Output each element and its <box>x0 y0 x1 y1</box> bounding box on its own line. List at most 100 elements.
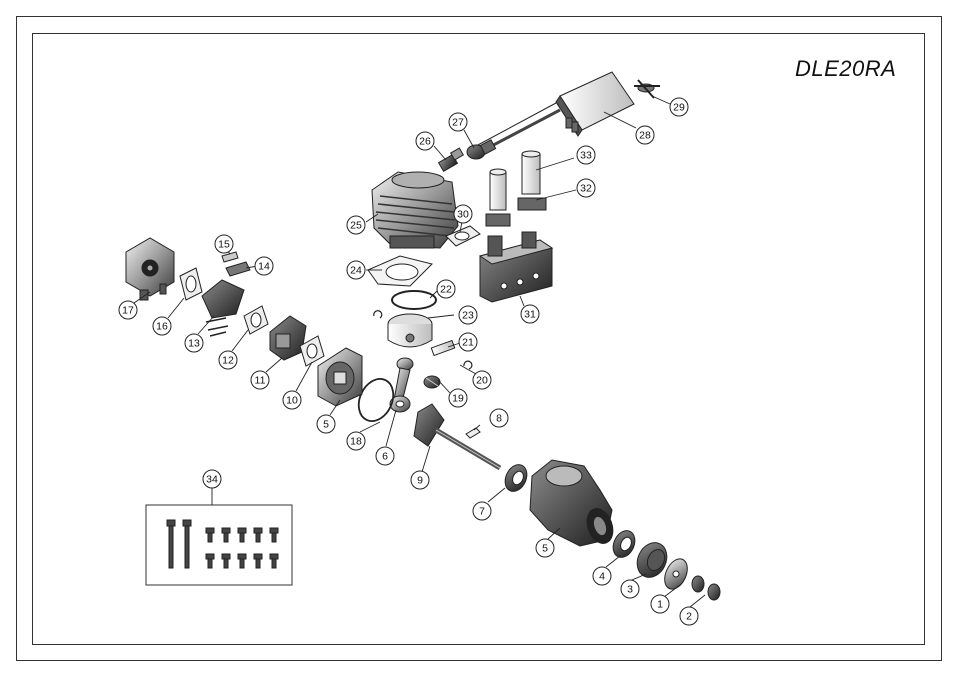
callout-26: 26 <box>415 131 435 151</box>
callout-number: 16 <box>156 321 168 333</box>
callout-number: 2 <box>686 611 692 623</box>
part-nut-2 <box>691 575 721 601</box>
callout-number: 5 <box>323 419 329 431</box>
part-cylinder-gasket-24 <box>367 255 433 287</box>
callout-number: 10 <box>286 395 298 407</box>
part-key-8 <box>465 427 481 439</box>
part-reed-block-13 <box>201 279 245 337</box>
part-reed-plate-14 <box>225 261 251 277</box>
callout-circle <box>218 350 238 370</box>
part-bracket-29 <box>634 79 660 99</box>
callout-number: 31 <box>524 309 536 321</box>
callout-circle <box>650 594 670 614</box>
callout-20: 20 <box>472 370 492 390</box>
callout-circle <box>453 204 473 224</box>
callout-circle <box>202 469 222 489</box>
callout-21: 21 <box>458 332 478 352</box>
callout-16: 16 <box>152 316 172 336</box>
callout-circle <box>346 215 366 235</box>
callout-number: 34 <box>206 474 218 486</box>
callout-number: 20 <box>476 375 488 387</box>
part-drive-hub-3 <box>636 542 668 578</box>
part-muffler-31 <box>478 231 554 303</box>
part-connector-27 <box>466 139 497 160</box>
callout-circle <box>254 256 274 276</box>
callout-number: 11 <box>255 375 266 387</box>
part-crankcase-cover-5a <box>317 347 363 407</box>
callout-circle <box>520 304 540 324</box>
callout-number: 14 <box>258 261 270 273</box>
part-clip-22 <box>463 360 473 370</box>
part-piston-ring-23 <box>391 290 437 310</box>
callout-number: 22 <box>440 284 452 296</box>
callout-number: 15 <box>218 239 230 251</box>
callout-number: 8 <box>496 413 502 425</box>
callout-33: 33 <box>576 145 596 165</box>
callout-25: 25 <box>346 215 366 235</box>
part-clamp-32 <box>485 197 547 227</box>
part-intake-11 <box>269 315 307 361</box>
callout-1: 1 <box>650 594 670 614</box>
drawing-border-outer <box>16 16 942 661</box>
callout-5: 5 <box>535 538 555 558</box>
callout-30: 30 <box>453 204 473 224</box>
part-circlip <box>373 310 383 319</box>
part-gasket-12 <box>243 305 269 335</box>
callout-circle <box>679 606 699 626</box>
callout-17: 17 <box>118 300 138 320</box>
callout-number: 27 <box>452 117 464 129</box>
part-cylinder-25 <box>371 171 459 249</box>
callout-circle <box>458 332 478 352</box>
callout-circle <box>535 538 555 558</box>
callout-number: 26 <box>419 136 431 148</box>
part-gasket-30 <box>445 225 481 247</box>
part-bearing-4 <box>612 530 636 558</box>
part-carburetor-17 <box>125 237 175 301</box>
callout-circle <box>669 97 689 117</box>
callout-balloons: 1234556789101112131415161718192021222324… <box>118 97 699 626</box>
callout-circle <box>316 414 336 434</box>
part-reed-15 <box>221 251 239 263</box>
drawing-border-inner <box>32 33 925 645</box>
callout-circle <box>472 501 492 521</box>
leader-lines <box>133 95 706 608</box>
callout-6: 6 <box>375 446 395 466</box>
callout-number: 33 <box>580 150 592 162</box>
model-title: DLE20RA <box>795 56 897 81</box>
callout-circle <box>152 316 172 336</box>
callout-circle <box>472 370 492 390</box>
callout-circle <box>415 131 435 151</box>
callout-24: 24 <box>346 260 366 280</box>
callout-number: 7 <box>479 506 485 518</box>
part-gasket-16 <box>179 267 203 301</box>
callout-number: 3 <box>627 584 633 596</box>
callout-circle <box>375 446 395 466</box>
callout-2: 2 <box>679 606 699 626</box>
callout-circle <box>118 300 138 320</box>
callout-19: 19 <box>448 388 468 408</box>
callout-circle <box>410 470 430 490</box>
callout-23: 23 <box>458 305 478 325</box>
callout-number: 5 <box>542 543 548 555</box>
callout-number: 18 <box>350 436 362 448</box>
callout-12: 12 <box>218 350 238 370</box>
callout-number: 1 <box>657 599 663 611</box>
part-piston-pin-21 <box>430 339 456 357</box>
callout-circle <box>448 388 468 408</box>
callout-circle <box>576 145 596 165</box>
callout-circle <box>592 566 612 586</box>
callout-number: 21 <box>462 337 474 349</box>
callout-circle <box>184 333 204 353</box>
callout-number: 4 <box>599 571 605 583</box>
part-spark-plug-26 <box>437 147 465 173</box>
callout-4: 4 <box>592 566 612 586</box>
callout-circle <box>282 390 302 410</box>
callout-number: 24 <box>350 265 362 277</box>
callout-number: 12 <box>222 355 234 367</box>
part-gasket-10 <box>299 335 325 367</box>
callout-circle <box>346 260 366 280</box>
part-crankcase-5b <box>529 459 614 547</box>
part-stack-33 <box>489 150 541 211</box>
callout-34: 34 <box>202 469 222 489</box>
